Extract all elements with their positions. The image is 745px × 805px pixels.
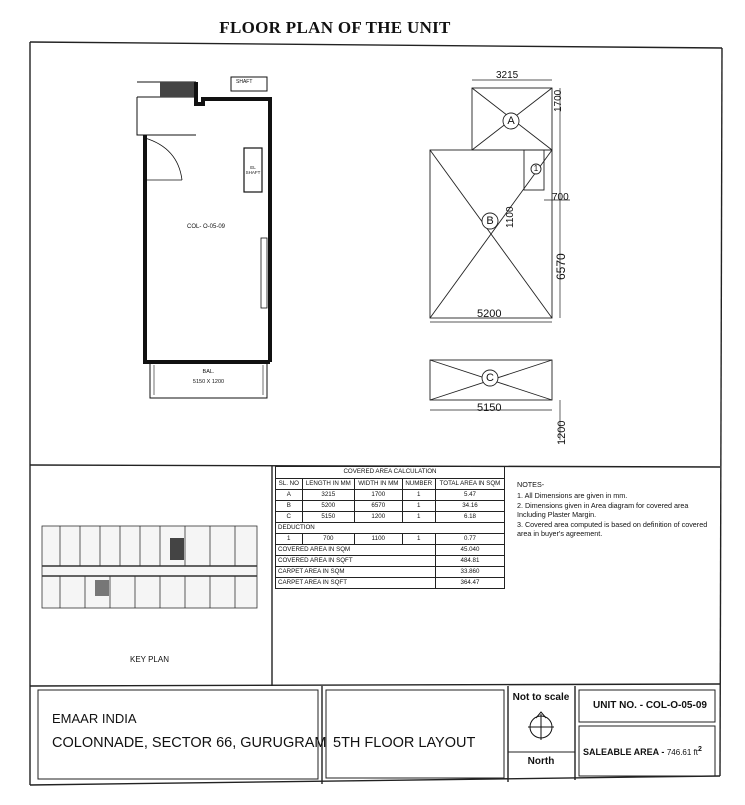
area-label-c: C <box>486 372 494 384</box>
summary-row: CARPET AREA IN SQM 33.860 <box>275 566 506 578</box>
col-header: LENGTH IN MM <box>301 478 356 490</box>
note-item: 2. Dimensions given in Area diagram for … <box>517 501 689 519</box>
table-row: B 5200 6570 1 34.16 <box>275 500 506 512</box>
company-name: EMAAR INDIA <box>52 711 137 726</box>
area-label-a: A <box>507 115 515 127</box>
summary-label: COVERED AREA IN SQM <box>275 544 436 556</box>
table-cell: 0.77 <box>434 533 506 545</box>
dim-6570: 6570 <box>554 253 568 280</box>
floor-layout: 5TH FLOOR LAYOUT <box>333 735 476 751</box>
table-cell: 1 <box>401 533 436 545</box>
table-cell: B <box>275 500 303 512</box>
table-cell: 34.16 <box>434 500 506 512</box>
note-item: 1. All Dimensions are given in mm. <box>517 491 628 500</box>
summary-value: 33.860 <box>434 566 506 578</box>
balcony-size: 5150 X 1200 <box>192 379 225 385</box>
summary-value: 45.040 <box>434 544 506 556</box>
table-cell: 1 <box>275 533 303 545</box>
col-header: SL. NO <box>275 478 303 490</box>
saleable-area-unit: 2 <box>697 746 702 753</box>
deduction-label-row: DEDUCTION <box>275 522 505 534</box>
table-title: COVERED AREA CALCULATION <box>275 466 505 479</box>
dim-5150: 5150 <box>477 402 502 414</box>
north-label: North <box>527 756 555 767</box>
table-cell: 1700 <box>354 489 403 501</box>
table-cell: 5200 <box>301 500 356 512</box>
floor-plan <box>136 76 272 399</box>
area-label-1: 1 <box>533 164 539 173</box>
col-header: NUMBER <box>401 478 436 490</box>
scale-note: Not to scale <box>512 692 570 703</box>
summary-value: 364.47 <box>434 577 506 589</box>
table-cell: 3215 <box>301 489 356 501</box>
saleable-area-label: SALEABLE AREA - <box>583 747 667 757</box>
table-row: C 5150 1200 1 6.18 <box>275 511 506 523</box>
deduction-label: DEDUCTION <box>275 522 505 534</box>
table-cell: 700 <box>301 533 356 545</box>
balcony-label: BAL. <box>202 369 215 375</box>
table-cell: 5150 <box>301 511 356 523</box>
dim-5200: 5200 <box>477 308 502 320</box>
table-cell: 1 <box>401 489 436 501</box>
notes: NOTES- 1. All Dimensions are given in mm… <box>517 480 712 539</box>
table-cell: 1200 <box>354 511 403 523</box>
summary-label: CARPET AREA IN SQM <box>275 566 436 578</box>
shaft-label: SHAFT <box>236 79 253 85</box>
unit-plan-label: COL- O-05-09 <box>187 224 226 230</box>
saleable-area: SALEABLE AREA - 746.61 ft2 <box>583 746 702 757</box>
area-label-b: B <box>486 215 494 227</box>
key-plan-label: KEY PLAN <box>130 655 169 664</box>
note-item: 3. Covered area computed is based on def… <box>517 520 708 538</box>
covered-area-table: COVERED AREA CALCULATION SL. NO LENGTH I… <box>275 466 506 589</box>
dim-1100: 1100 <box>505 206 516 228</box>
summary-row: COVERED AREA IN SQFT 484.81 <box>275 555 506 567</box>
dim-3215: 3215 <box>496 70 519 81</box>
table-row: 1 700 1100 1 0.77 <box>275 533 506 545</box>
notes-heading: NOTES- <box>517 480 545 489</box>
table-row: A 3215 1700 1 5.47 <box>275 489 506 501</box>
area-diagram <box>429 79 570 440</box>
table-cell: 1 <box>401 511 436 523</box>
table-cell: C <box>275 511 303 523</box>
dim-1700: 1700 <box>553 89 564 112</box>
summary-label: COVERED AREA IN SQFT <box>275 555 436 567</box>
table-cell: 6570 <box>354 500 403 512</box>
north-arrow-icon <box>528 711 554 740</box>
el-shaft-label: EL SHAFT <box>245 165 261 175</box>
summary-value: 484.81 <box>434 555 506 567</box>
unit-number: UNIT NO. - COL-O-05-09 <box>593 700 707 711</box>
page-title: FLOOR PLAN OF THE UNIT <box>219 18 451 37</box>
table-cell: 1100 <box>354 533 403 545</box>
col-header: TOTAL AREA IN SQM <box>434 478 506 490</box>
key-plan <box>41 525 258 609</box>
table-cell: A <box>275 489 303 501</box>
project-name: COLONNADE, SECTOR 66, GURUGRAM <box>52 735 327 751</box>
table-cell: 1 <box>401 500 436 512</box>
saleable-area-value: 746.61 ft <box>666 748 698 757</box>
table-cell: 5.47 <box>434 489 506 501</box>
summary-row: CARPET AREA IN SQFT 364.47 <box>275 577 506 589</box>
table-cell: 6.18 <box>434 511 506 523</box>
col-header: WIDTH IN MM <box>354 478 403 490</box>
table-header-row: SL. NO LENGTH IN MM WIDTH IN MM NUMBER T… <box>275 478 506 490</box>
dim-1200: 1200 <box>556 420 568 445</box>
summary-row: COVERED AREA IN SQM 45.040 <box>275 544 506 556</box>
dim-700: 700 <box>552 192 569 203</box>
summary-label: CARPET AREA IN SQFT <box>275 577 436 589</box>
